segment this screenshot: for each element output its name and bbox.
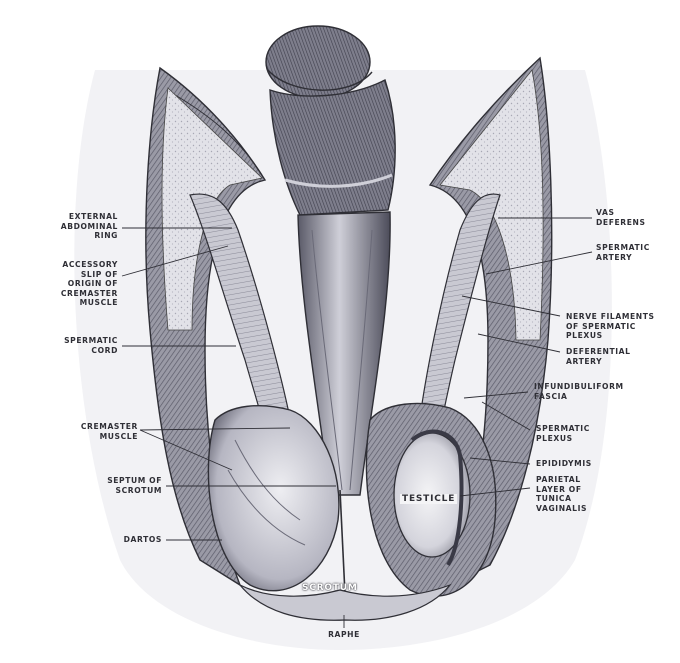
label-line: SLIP OF <box>80 269 118 279</box>
label-line: DEFERENTIAL <box>566 347 631 356</box>
label-line: SCROTUM <box>115 485 162 495</box>
label-line: CREMASTER <box>60 288 118 298</box>
label-line: SPERMATIC <box>596 243 650 252</box>
label-line: ARTERY <box>566 356 603 366</box>
penis-shaft <box>269 79 396 216</box>
label-line: PLEXUS <box>566 331 603 341</box>
left-leader-lines <box>121 227 336 541</box>
label-spermatic-cord: SPERMATIC CORD <box>64 336 118 355</box>
corpus <box>297 211 391 496</box>
label-line: VAGINALIS <box>536 503 588 513</box>
label-nerve-filaments: NERVE FILAMENTS OF SPERMATIC PLEXUS <box>566 312 655 341</box>
label-line: MUSCLE <box>99 431 138 441</box>
label-line: SPERMATIC <box>536 424 590 433</box>
label-line: ARTERY <box>596 252 633 262</box>
label-line: ORIGIN OF <box>67 279 118 289</box>
label-line: OF SPERMATIC <box>566 321 636 331</box>
label-line: SPERMATIC <box>64 336 118 345</box>
glans <box>265 25 371 99</box>
label-line: FASCIA <box>534 391 568 401</box>
right-leader-lines <box>343 217 593 628</box>
label-line: DARTOS <box>123 535 162 544</box>
label-line: SEPTUM OF <box>107 476 162 485</box>
label-line: EPIDIDYMIS <box>536 459 592 468</box>
label-epididymis: EPIDIDYMIS <box>536 459 592 469</box>
scrotal-base <box>239 583 452 621</box>
label-line: ABDOMINAL <box>60 221 118 231</box>
label-accessory-slip: ACCESSORY SLIP OF ORIGIN OF CREMASTER MU… <box>61 260 118 308</box>
label-line: CORD <box>91 345 118 355</box>
label-testicle: TESTICLE <box>400 494 458 504</box>
label-line: MUSCLE <box>79 298 118 308</box>
label-parietal-layer: PARIETAL LAYER OF TUNICA VAGINALIS <box>536 475 587 513</box>
label-line: CREMASTER <box>80 422 138 431</box>
label-septum-of-scrotum: SEPTUM OF SCROTUM <box>107 476 162 495</box>
label-line: ACCESSORY <box>62 260 118 269</box>
label-line: VAS <box>596 208 615 217</box>
label-line: PARIETAL <box>536 475 581 484</box>
label-line: EXTERNAL <box>68 212 118 221</box>
label-line: DEFERENS <box>596 217 646 227</box>
label-line: TUNICA <box>536 494 572 504</box>
label-line: RAPHE <box>328 630 360 639</box>
label-line: RING <box>94 231 118 241</box>
label-spermatic-plexus: SPERMATIC PLEXUS <box>536 424 590 443</box>
label-line: LAYER OF <box>536 484 582 494</box>
label-spermatic-artery: SPERMATIC ARTERY <box>596 243 650 262</box>
label-deferential-artery: DEFERENTIAL ARTERY <box>566 347 631 366</box>
label-raphe: RAPHE <box>322 630 366 640</box>
label-infundibuliform-fascia: INFUNDIBULIFORM FASCIA <box>534 382 624 401</box>
label-scrotum: SCROTUM <box>302 583 358 593</box>
label-line: PLEXUS <box>536 433 573 443</box>
label-vas-deferens: VAS DEFERENS <box>596 208 646 227</box>
label-cremaster-muscle: CREMASTER MUSCLE <box>81 422 138 441</box>
label-external-abdominal-ring: EXTERNAL ABDOMINAL RING <box>61 212 118 241</box>
epididymis <box>410 429 464 567</box>
label-line: INFUNDIBULIFORM <box>534 382 624 391</box>
label-line: NERVE FILAMENTS <box>566 312 655 321</box>
label-dartos: DARTOS <box>124 535 162 545</box>
